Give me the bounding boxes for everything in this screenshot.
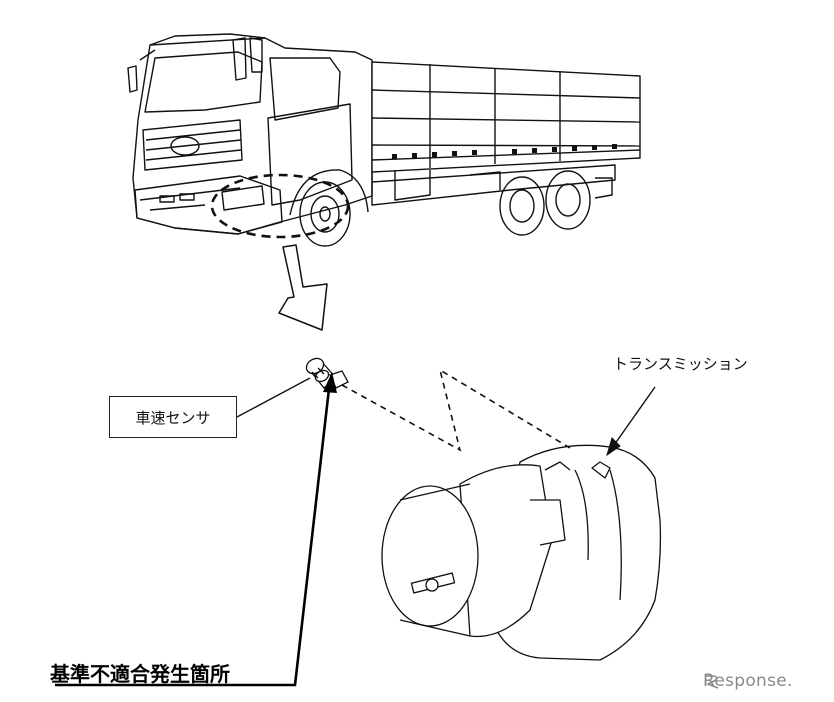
- transmission-illustration: [381, 444, 662, 661]
- truck-illustration: [127, 33, 641, 247]
- response-logo-mark: [705, 675, 719, 689]
- speed-sensor-icon: [305, 357, 349, 389]
- sensor-location-dash: [341, 368, 571, 452]
- transmission-label: トランスミッション: [613, 355, 748, 373]
- response-watermark: Response.: [703, 671, 793, 691]
- speed-sensor-label: 車速センサ: [109, 396, 237, 438]
- defect-leader: [55, 379, 332, 687]
- pointer-arrow: [278, 244, 328, 331]
- speed-sensor-leader: [236, 377, 311, 418]
- transmission-leader: [611, 386, 656, 449]
- defect-location-label: 基準不適合発生箇所: [50, 662, 230, 686]
- defect-leader-arrowhead: [323, 372, 337, 393]
- transmission-leader-arrowhead: [606, 437, 621, 457]
- highlight-circle: [210, 173, 350, 239]
